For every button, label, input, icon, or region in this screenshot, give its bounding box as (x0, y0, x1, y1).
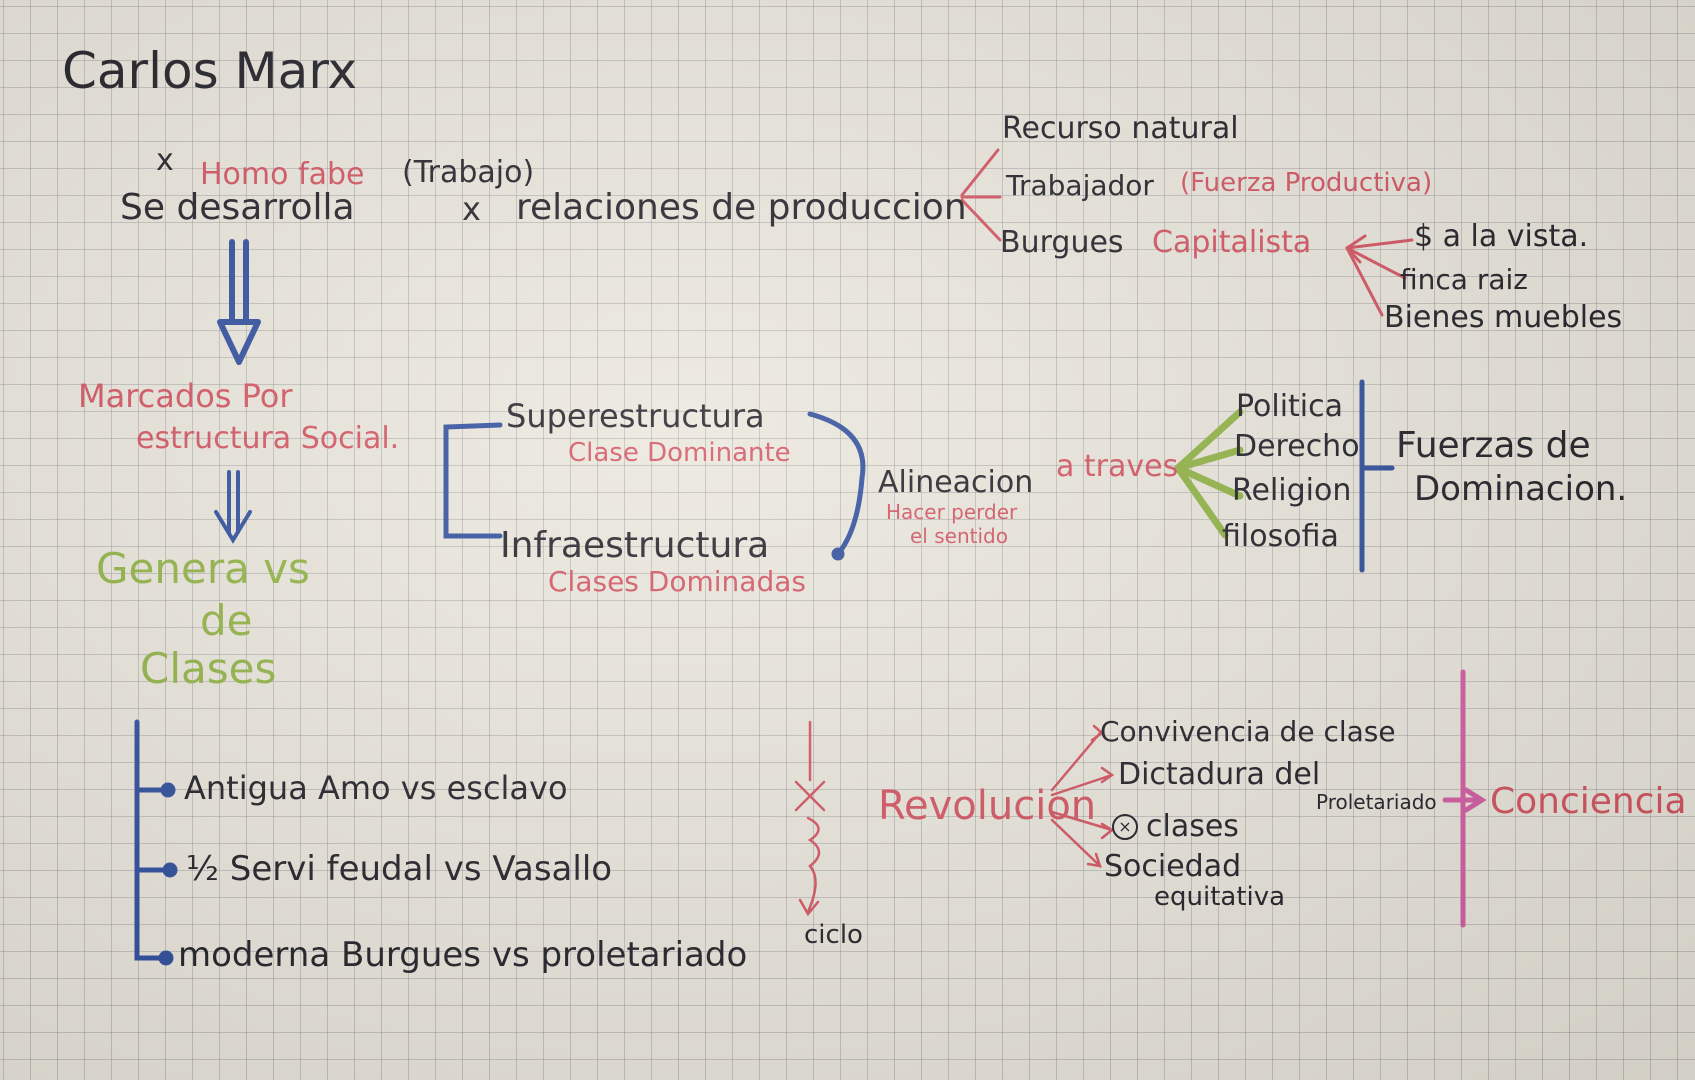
burgues-label: Burgues (1000, 225, 1124, 260)
dinero-vista-label: $ a la vista. (1414, 219, 1589, 254)
sociedad-label: Sociedad (1104, 849, 1242, 884)
clases-label: clases (1146, 809, 1239, 844)
bienes-muebles-label: Bienes muebles (1384, 300, 1623, 335)
conciencia-bar (1442, 669, 1487, 928)
relaciones-label: relaciones de produccion (516, 187, 967, 228)
derecho-label: Derecho (1234, 429, 1360, 464)
revolucion-branches (1050, 724, 1115, 868)
fuerzas-bracket (1359, 379, 1395, 573)
trabajo-label: (Trabajo) (402, 155, 535, 190)
antigua-label: Antigua Amo vs esclavo (184, 769, 568, 807)
capitalista-label: Capitalista (1152, 225, 1312, 260)
proletariado-label: Proletariado (1316, 790, 1437, 814)
medieval-label: ½ Servi feudal vs Vasallo (186, 849, 613, 889)
moderna-label: moderna Burgues vs proletariado (178, 935, 748, 975)
produccion-branches (960, 148, 1002, 242)
filosofia-label: filosofia (1222, 519, 1339, 554)
recurso-natural-label: Recurso natural (1002, 111, 1239, 146)
green-arrows (1174, 408, 1244, 539)
ciclo-arrow (794, 720, 826, 917)
ciclo-label: ciclo (804, 920, 863, 950)
revolucion-label: Revolucion (878, 783, 1097, 829)
fuerza-productiva-label: (Fuerza Productiva) (1180, 168, 1433, 198)
a-traves-label: a traves (1056, 449, 1179, 484)
page-title: Carlos Marx (62, 42, 358, 100)
trabajador-label: Trabajador (1006, 169, 1154, 202)
religion-label: Religion (1232, 473, 1352, 508)
abolition-circle-icon: × (1112, 814, 1138, 840)
clase-dominante-label: Clase Dominante (568, 438, 791, 468)
genera-de-label: de (200, 596, 253, 645)
down-arrow-large (217, 239, 261, 365)
times-symbol: x (462, 190, 481, 228)
homo-faber-label: Homo fabe (200, 157, 365, 192)
dominacion-label: Dominacion. (1414, 469, 1628, 509)
estructura-social-label: estructura Social. (136, 421, 400, 456)
dictadura-label: Dictadura del (1118, 757, 1321, 792)
fuerzas-de-label: Fuerzas de (1396, 425, 1591, 466)
hacer-perder-label: Hacer perder (886, 500, 1018, 524)
conciencia-label: Conciencia (1490, 781, 1687, 822)
equitativa-label: equitativa (1154, 882, 1286, 912)
convivencia-label: Convivencia de clase (1100, 715, 1396, 748)
politica-label: Politica (1236, 389, 1344, 424)
by-symbol: x (156, 143, 174, 178)
finca-raiz-label: finca raiz (1400, 263, 1528, 296)
history-bracket (134, 719, 178, 966)
genera-vs-label: Genera vs (96, 544, 310, 593)
el-sentido-label: el sentido (910, 524, 1008, 548)
clases-dominadas-label: Clases Dominadas (548, 565, 806, 598)
infraestructura-label: Infraestructura (500, 525, 770, 566)
superestructura-label: Superestructura (506, 397, 765, 435)
genera-clases-label: Clases (140, 644, 277, 693)
down-arrow-double (214, 470, 252, 544)
alineacion-label: Alineacion (878, 465, 1034, 500)
capital-arrows (1345, 234, 1414, 317)
structure-bracket (443, 411, 866, 561)
se-desarrolla-label: Se desarrolla (120, 187, 355, 228)
marcados-por-label: Marcados Por (78, 377, 293, 415)
